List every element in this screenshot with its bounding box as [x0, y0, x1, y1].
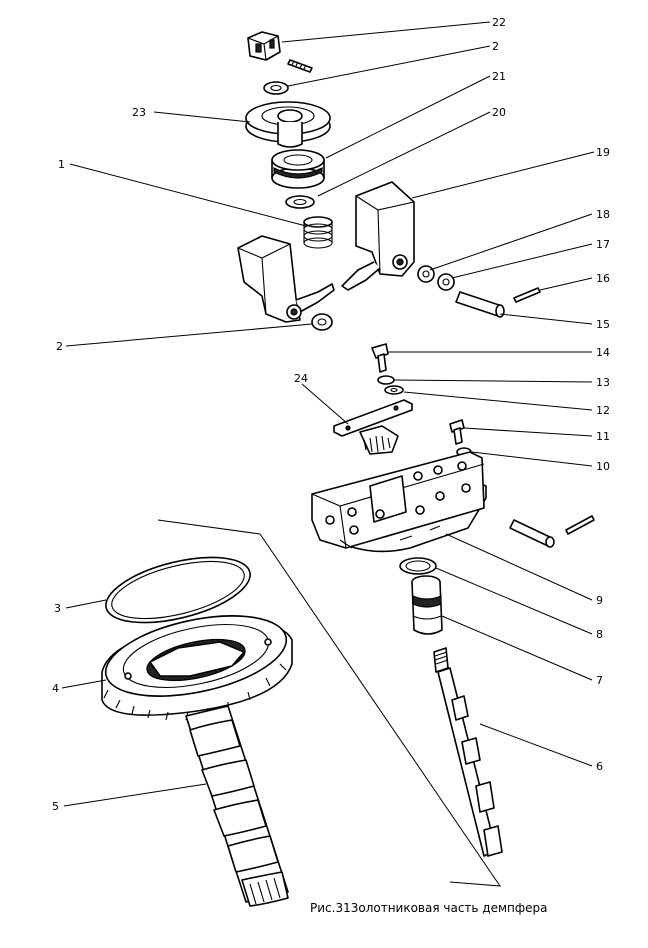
part-5-main-shaft — [185, 705, 289, 907]
callout-14: 14 — [596, 346, 610, 359]
callout-15: 15 — [596, 318, 610, 331]
part-22-screw — [287, 59, 313, 73]
callout-2-top: 2 — [492, 40, 499, 53]
part-4-gear-flange — [101, 615, 293, 721]
part-11-screw — [449, 419, 465, 445]
callout-12: 12 — [596, 404, 610, 417]
callout-11: 11 — [596, 430, 610, 443]
part-8-ring — [399, 557, 437, 575]
part-1-spring — [303, 216, 333, 249]
callout-9: 9 — [596, 594, 603, 607]
callout-6: 6 — [596, 760, 603, 773]
part-20-washer — [285, 195, 315, 209]
callout-16: 16 — [596, 272, 610, 285]
part-19-flyweight-right — [341, 181, 415, 291]
part-24-lever — [333, 399, 413, 455]
callout-5: 5 — [52, 800, 59, 813]
housing-pin — [509, 515, 595, 548]
part-23-flange — [245, 101, 331, 148]
callout-8: 8 — [596, 628, 603, 641]
callout-4: 4 — [52, 682, 59, 695]
callout-3: 3 — [54, 602, 61, 615]
figure-caption: Рис.313олотниковая часть демпфера — [310, 901, 548, 915]
part-12-washer — [384, 385, 404, 395]
callout-18: 18 — [596, 208, 610, 221]
part-7-sleeve — [411, 575, 443, 635]
callout-13: 13 — [596, 376, 610, 389]
part-16-cotter — [513, 287, 541, 303]
part-18-washer — [417, 265, 435, 283]
callout-20: 20 — [492, 106, 506, 119]
part-15-pin — [455, 291, 505, 318]
part-22-nut — [247, 31, 281, 61]
leader-lines — [61, 21, 595, 807]
callout-1: 1 — [58, 158, 65, 171]
callout-labels: 22 2 21 23 20 19 1 18 17 16 15 2 14 13 2… — [52, 16, 610, 813]
callout-23: 23 — [132, 106, 146, 119]
part-3-oring — [105, 556, 251, 624]
part-17-washer — [437, 273, 455, 291]
callout-2-bottom: 2 — [56, 340, 63, 353]
part-2-washer-bottom — [311, 313, 333, 331]
callout-24: 24 — [294, 372, 308, 385]
alignment-line — [157, 519, 502, 887]
part-14-bolt — [371, 343, 389, 373]
callout-7: 7 — [596, 674, 603, 687]
part-flyweight-left — [237, 235, 335, 323]
part-13-washer — [377, 375, 395, 385]
callout-21: 21 — [492, 70, 506, 83]
callout-17: 17 — [596, 238, 610, 251]
callout-19: 19 — [596, 146, 610, 159]
part-2-washer-top — [263, 81, 289, 95]
part-21-bearing — [271, 149, 325, 189]
callout-22: 22 — [492, 16, 506, 29]
part-9-housing — [311, 451, 487, 553]
callout-10: 10 — [596, 460, 610, 473]
part-6-spool-shaft — [433, 647, 503, 857]
